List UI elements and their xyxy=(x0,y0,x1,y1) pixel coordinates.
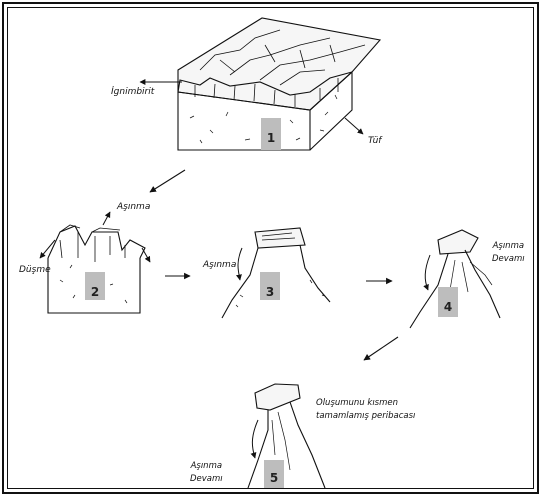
label-erosion-2: Aşınma xyxy=(117,202,150,212)
label-ignimbrite: İgnimbirit xyxy=(111,87,154,97)
stage-marker-2: 2 xyxy=(85,272,105,300)
label-erosion-3: Aşınma xyxy=(203,260,236,270)
stage-5-fairy-chimney xyxy=(248,384,325,488)
stage-marker-5: 5 xyxy=(264,460,284,488)
stage-marker-3: 3 xyxy=(260,272,280,300)
label-tuff: Tüf xyxy=(368,136,381,146)
label-continued-erosion-4: Aşınma Devamı xyxy=(492,240,525,266)
stage-marker-4: 4 xyxy=(438,287,458,317)
label-partially-formed-chimney: Oluşumunu kısmen tamamlamış peribacası xyxy=(316,397,415,423)
stage-marker-1: 1 xyxy=(261,118,281,150)
label-continued-erosion-5: Aşınma Devamı xyxy=(190,460,223,486)
label-falling: Düşme xyxy=(19,265,51,275)
